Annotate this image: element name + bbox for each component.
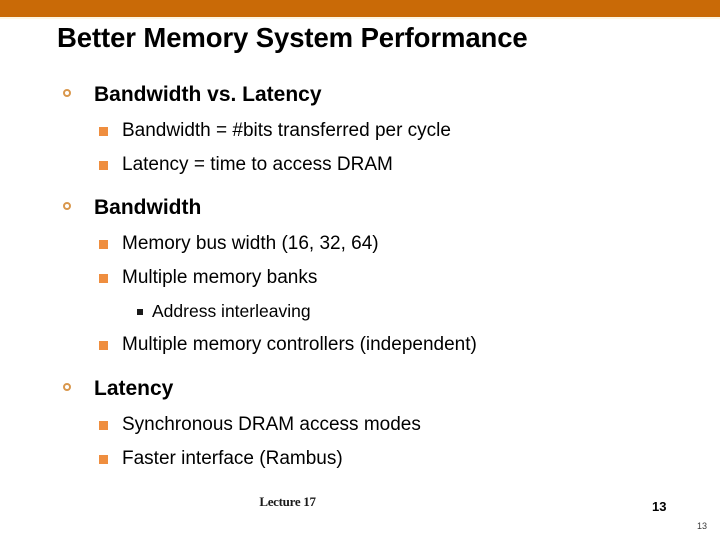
spacer <box>0 182 720 193</box>
list-item: Faster interface (Rambus) <box>0 442 720 476</box>
bullet-square-icon <box>99 421 108 430</box>
section-heading: Bandwidth <box>0 193 720 223</box>
list-item: Multiple memory controllers (independent… <box>0 328 720 362</box>
bullet-square-icon <box>99 127 108 136</box>
slide-body: Bandwidth vs. Latency Bandwidth = #bits … <box>0 80 720 476</box>
list-item-sub-label: Address interleaving <box>152 301 311 321</box>
list-item-label: Bandwidth = #bits transferred per cycle <box>122 120 451 141</box>
list-item-sub: Address interleaving <box>0 295 720 328</box>
bullet-square-icon <box>99 240 108 249</box>
section-heading: Latency <box>0 374 720 404</box>
list-item: Multiple memory banks <box>0 261 720 295</box>
content-section-latency: Latency Synchronous DRAM access modes Fa… <box>0 374 720 476</box>
list-item-label: Faster interface (Rambus) <box>122 448 343 469</box>
list-item: Synchronous DRAM access modes <box>0 408 720 442</box>
page-number-corner: 13 <box>697 521 708 531</box>
list-item: Bandwidth = #bits transferred per cycle <box>0 114 720 148</box>
list-item: Memory bus width (16, 32, 64) <box>0 227 720 261</box>
list-item: Latency = time to access DRAM <box>0 148 720 182</box>
bullet-square-icon <box>99 161 108 170</box>
section-heading-label: Bandwidth <box>94 196 202 219</box>
bullet-square-icon <box>99 274 108 283</box>
bullet-ring-icon <box>63 89 71 97</box>
bullet-ring-icon <box>63 202 71 210</box>
content-section-bandwidth-vs-latency: Bandwidth vs. Latency Bandwidth = #bits … <box>0 80 720 182</box>
header-accent-underline <box>0 17 720 19</box>
bullet-small-square-icon <box>137 309 143 315</box>
page-number: 13 <box>652 499 667 514</box>
bullet-square-icon <box>99 455 108 464</box>
list-item-label: Multiple memory banks <box>122 267 318 288</box>
spacer <box>0 362 720 374</box>
list-item-label: Latency = time to access DRAM <box>122 154 393 175</box>
list-item-label: Synchronous DRAM access modes <box>122 414 421 435</box>
bullet-square-icon <box>99 341 108 350</box>
section-heading-label: Bandwidth vs. Latency <box>94 83 322 106</box>
section-heading: Bandwidth vs. Latency <box>0 80 720 110</box>
list-item-label: Memory bus width (16, 32, 64) <box>122 233 379 254</box>
list-item-label: Multiple memory controllers (independent… <box>122 334 477 355</box>
page-title: Better Memory System Performance <box>57 22 528 53</box>
bullet-ring-icon <box>63 383 71 391</box>
section-heading-label: Latency <box>94 377 174 400</box>
header-accent-bar <box>0 0 720 17</box>
content-section-bandwidth: Bandwidth Memory bus width (16, 32, 64) … <box>0 193 720 362</box>
footer-lecture-label: Lecture 17 <box>259 494 316 509</box>
